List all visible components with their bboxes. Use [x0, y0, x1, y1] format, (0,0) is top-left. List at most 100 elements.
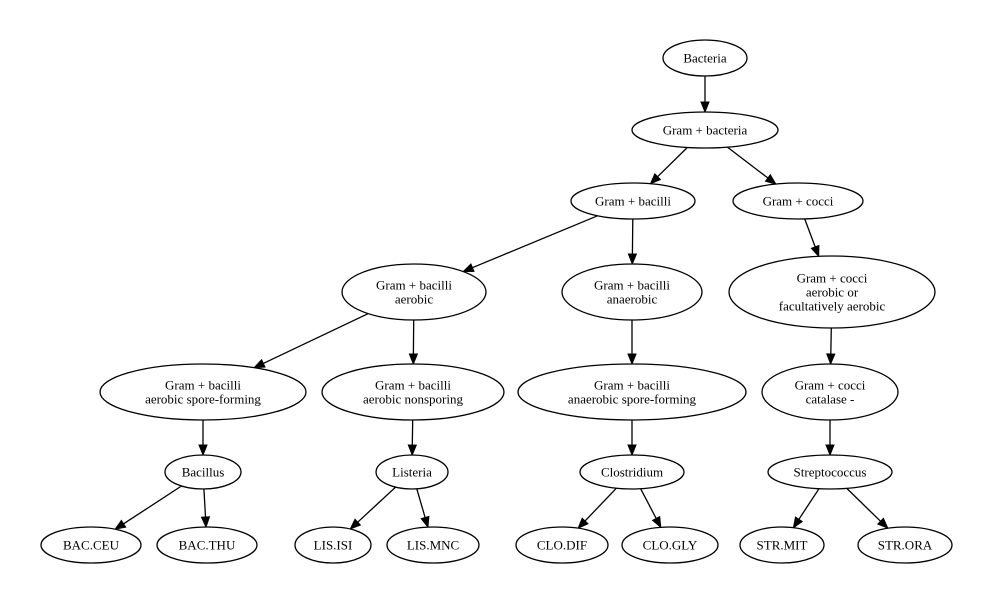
node-label: Gram + bacilli — [375, 378, 451, 393]
edge-gram-pos-cocci-to-cocci-aerobic — [804, 218, 820, 258]
node-ellipse — [375, 454, 449, 490]
edge-bacilli-aerobic-to-bacilli-aerobic-nonspore — [408, 319, 419, 366]
edge-line — [203, 488, 207, 518]
node-label: CLO.DIF — [537, 538, 587, 553]
edge-bacteria-to-gram-pos-bacteria — [700, 76, 710, 114]
arrowhead — [792, 516, 804, 529]
node-label: Streptococcus — [794, 465, 867, 480]
node-label: Gram + cocci — [795, 378, 866, 393]
edge-gram-pos-bacteria-to-gram-pos-bacilli — [649, 147, 688, 185]
node-label: catalase - — [806, 392, 855, 407]
edge-cocci-aerobic-to-cocci-catalase-neg — [826, 327, 836, 366]
node-label: BAC.THU — [179, 538, 236, 553]
node-gram-pos-bacteria: Gram + bacteria — [631, 111, 779, 149]
edge-gram-pos-bacilli-to-bacilli-anaerobic — [627, 218, 638, 266]
node-ellipse — [386, 526, 480, 564]
edge-listeria-to-lis-isi — [349, 486, 397, 530]
arrowhead — [651, 515, 662, 529]
node-label: STR.MIT — [757, 538, 808, 553]
node-label: facultatively aerobic — [779, 299, 886, 314]
edge-line — [472, 215, 598, 269]
edge-line — [584, 487, 617, 522]
node-ellipse — [767, 454, 893, 490]
node-ellipse — [579, 454, 685, 490]
node-ellipse — [561, 263, 703, 321]
node-streptococcus: Streptococcus — [767, 454, 893, 490]
edge-clostridium-to-clo-dif — [577, 487, 617, 530]
node-label: STR.ORA — [878, 538, 933, 553]
edge-bacilli-aerobic-spore-to-bacillus — [198, 420, 208, 457]
node-label: Gram + bacteria — [663, 123, 748, 138]
node-ellipse — [341, 263, 487, 321]
edge-listeria-to-lis-mnc — [416, 488, 430, 529]
node-lis-mnc: LIS.MNC — [386, 526, 480, 564]
node-label: anaerobic — [607, 292, 658, 307]
edge-line — [727, 146, 769, 179]
node-label: anaerobic spore-forming — [568, 392, 697, 407]
arrowhead — [349, 518, 362, 530]
arrowhead — [810, 244, 820, 258]
node-label: CLO.GLY — [643, 538, 698, 553]
arrowhead — [627, 353, 637, 366]
edge-streptococcus-to-str-mit — [792, 488, 820, 529]
edge-cocci-catalase-neg-to-streptococcus — [825, 420, 835, 457]
arrowhead — [826, 353, 836, 366]
arrowhead — [627, 444, 637, 457]
node-label: aerobic or — [806, 285, 859, 300]
arrowhead — [420, 515, 430, 529]
node-str-ora: STR.ORA — [857, 526, 953, 564]
edge-line — [263, 313, 369, 364]
node-ellipse — [294, 526, 372, 564]
node-ellipse — [99, 363, 307, 421]
node-ellipse — [631, 111, 779, 149]
arrowhead — [649, 173, 662, 185]
node-clostridium: Clostridium — [579, 454, 685, 490]
node-label: Bacteria — [683, 51, 727, 66]
node-gram-pos-cocci: Gram + cocci — [732, 182, 864, 220]
node-bac-thu: BAC.THU — [156, 526, 258, 564]
arrowhead — [825, 444, 835, 457]
node-ellipse — [570, 182, 696, 220]
edge-line — [830, 327, 832, 355]
edge-line — [804, 218, 816, 248]
node-label: Gram + bacilli — [376, 278, 452, 293]
node-bac-ceu: BAC.CEU — [40, 526, 142, 564]
edge-line — [123, 485, 182, 525]
edge-gram-pos-bacteria-to-gram-pos-cocci — [727, 146, 777, 185]
node-label: Gram + bacilli — [595, 194, 671, 209]
node-label: Clostridium — [601, 465, 663, 480]
node-label: LIS.MNC — [407, 538, 459, 553]
arrowhead — [200, 516, 211, 529]
edge-gram-pos-bacilli-to-bacilli-aerobic — [461, 215, 598, 273]
arrowhead — [408, 353, 419, 366]
edge-line — [798, 488, 820, 520]
node-clo-dif: CLO.DIF — [515, 526, 609, 564]
edge-line — [357, 486, 397, 523]
node-label: Gram + cocci — [797, 271, 868, 286]
node-label: BAC.CEU — [63, 538, 120, 553]
node-label: Gram + bacilli — [594, 378, 670, 393]
node-label: Listeria — [392, 465, 432, 480]
node-label: aerobic nonsporing — [363, 392, 464, 407]
node-ellipse — [732, 182, 864, 220]
node-ellipse — [728, 255, 936, 329]
node-label: Gram + bacilli — [165, 378, 241, 393]
arrowhead — [114, 519, 127, 530]
edge-streptococcus-to-str-ora — [846, 487, 889, 530]
edge-clostridium-to-clo-gly — [640, 488, 662, 529]
arrowhead — [407, 444, 418, 457]
node-ellipse — [517, 363, 747, 421]
edge-line — [640, 488, 657, 519]
edge-bacilli-anaerobic-spore-to-clostridium — [627, 420, 637, 457]
node-label: aerobic — [395, 292, 433, 307]
node-ellipse — [662, 39, 748, 77]
node-ellipse — [761, 363, 899, 421]
